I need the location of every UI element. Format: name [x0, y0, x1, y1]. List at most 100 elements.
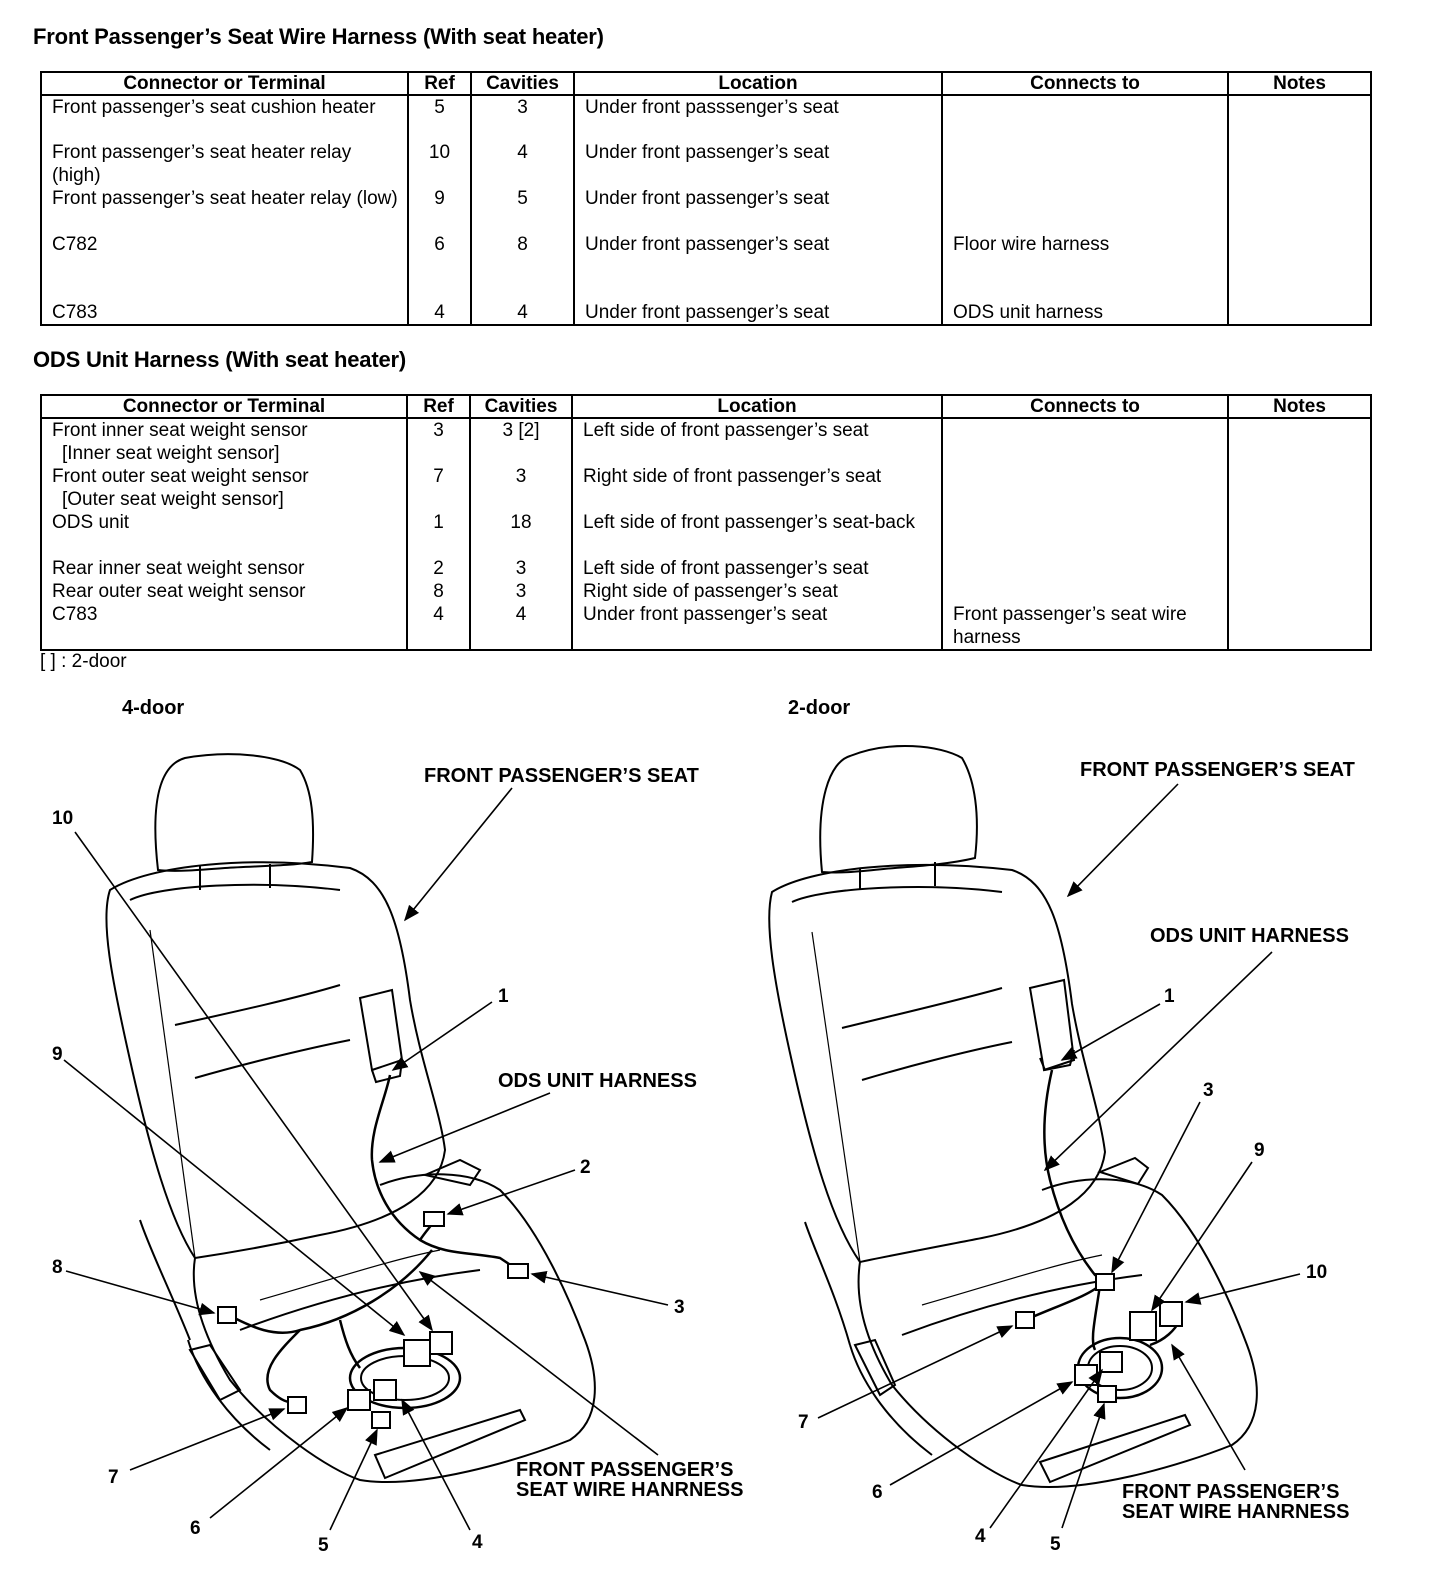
cell-connector: Rear inner seat weight sensor [40, 557, 408, 580]
col-header-ref: Ref [407, 72, 472, 96]
cell-connects-to [941, 95, 1229, 141]
callout-number-10: 10 [52, 808, 73, 829]
label-front-passengers-seat-right: FRONT PASSENGER’S SEAT [1080, 759, 1355, 781]
cell-location: Under front passenger’s seat [573, 233, 943, 301]
cell-connects-to [941, 187, 1229, 233]
table2: Connector or Terminal Ref Cavities Locat… [40, 394, 1372, 651]
connector-name: Front outer seat weight sensor [52, 466, 309, 487]
cell-connects-to [941, 580, 1229, 603]
col-header-notes: Notes [1227, 72, 1372, 96]
callout-number-3: 3 [674, 1297, 685, 1318]
cell-notes [1227, 465, 1372, 511]
callout-number-6-right: 6 [872, 1482, 883, 1503]
col-header-connects-to: Connects to [941, 72, 1229, 96]
cell-location: Under front passenger’s seat [571, 603, 943, 650]
col-header-cavities: Cavities [470, 72, 575, 96]
callout-number-7-right: 7 [798, 1412, 809, 1433]
cell-ref: 6 [407, 233, 472, 301]
cell-ref: 8 [406, 580, 471, 603]
diagram-title-4-door: 4-door [122, 697, 185, 719]
table-row: Rear outer seat weight sensor 8 3 Right … [40, 580, 1372, 603]
cell-cavities: 8 [470, 233, 575, 301]
callout-number-1-right: 1 [1164, 986, 1175, 1007]
cell-location: Left side of front passenger’s seat [571, 418, 943, 465]
cell-connects-to [941, 465, 1229, 511]
cell-ref: 10 [407, 141, 472, 187]
cell-location: Right side of passenger’s seat [571, 580, 943, 603]
callout-number-8: 8 [52, 1257, 63, 1278]
leaders-4-door [63, 787, 669, 1531]
cell-location: Left side of front passenger’s seat-back [571, 511, 943, 557]
leaders-2-door [817, 783, 1301, 1529]
cell-cavities: 3 [2] [469, 418, 573, 465]
cell-connector: Front outer seat weight sensor[Outer sea… [40, 465, 408, 511]
cell-ref: 7 [406, 465, 471, 511]
cell-ref: 9 [407, 187, 472, 233]
label-seat-wire-harness-left-line2: SEAT WIRE HANRNESS [516, 1479, 743, 1501]
cell-connects-to [941, 141, 1229, 187]
table-row: C783 4 4 Under front passenger’s seat OD… [40, 301, 1372, 325]
cell-notes [1227, 603, 1372, 650]
connector-alt-name: [Outer seat weight sensor] [62, 489, 284, 510]
callout-number-10-right: 10 [1306, 1262, 1327, 1283]
callout-number-5: 5 [318, 1535, 329, 1556]
col-header-cavities: Cavities [469, 395, 573, 419]
cell-connector: C783 [40, 301, 409, 325]
cell-connects-to: Front passenger’s seat wire harness [941, 603, 1229, 650]
col-header-connector: Connector or Terminal [40, 395, 408, 419]
cell-location: Under front passsenger’s seat [573, 95, 943, 141]
cell-notes [1227, 95, 1372, 141]
table-row: C783 4 4 Under front passenger’s seat Fr… [40, 603, 1372, 650]
cell-connects-to [941, 418, 1229, 465]
col-header-connector: Connector or Terminal [40, 72, 409, 96]
cell-ref: 1 [406, 511, 471, 557]
col-header-notes: Notes [1227, 395, 1372, 419]
cell-location: Under front passenger’s seat [573, 187, 943, 233]
cell-ref: 5 [407, 95, 472, 141]
cell-connects-to [941, 557, 1229, 580]
callout-number-1: 1 [498, 986, 509, 1007]
connector-alt-name: [Inner seat weight sensor] [62, 443, 280, 464]
label-seat-wire-harness-left-line1: FRONT PASSENGER’S [516, 1459, 733, 1481]
seat-4-door [105, 753, 596, 1483]
cell-cavities: 4 [469, 603, 573, 650]
col-header-location: Location [573, 72, 943, 96]
cell-notes [1227, 187, 1372, 233]
callout-number-9-right: 9 [1254, 1140, 1265, 1161]
cell-connects-to [941, 511, 1229, 557]
cell-cavities: 3 [470, 95, 575, 141]
table-row: Front passenger’s seat cushion heater 5 … [40, 95, 1372, 141]
label-seat-wire-harness-right-line2: SEAT WIRE HANRNESS [1122, 1501, 1349, 1523]
table-row: Front inner seat weight sensor[Inner sea… [40, 418, 1372, 465]
label-seat-wire-harness-right-line1: FRONT PASSENGER’S [1122, 1481, 1339, 1503]
callout-number-9: 9 [52, 1044, 63, 1065]
cell-connects-to: Floor wire harness [941, 233, 1229, 301]
table-row: Front outer seat weight sensor[Outer sea… [40, 465, 1372, 511]
cell-location: Right side of front passenger’s seat [571, 465, 943, 511]
cell-connector: Rear outer seat weight sensor [40, 580, 408, 603]
cell-connector: ODS unit [40, 511, 408, 557]
cell-cavities: 3 [469, 580, 573, 603]
cell-ref: 4 [407, 301, 472, 325]
callout-number-4-right: 4 [975, 1526, 986, 1547]
cell-notes [1227, 301, 1372, 325]
seat-diagrams: FRONT PASSENGER’S SEAT ODS UNIT HARNESS … [52, 744, 1355, 1556]
cell-ref: 4 [406, 603, 471, 650]
seat-2-door [768, 744, 1258, 1488]
table1-header-row: Connector or Terminal Ref Cavities Locat… [40, 72, 1372, 96]
cell-notes [1227, 580, 1372, 603]
col-header-location: Location [571, 395, 943, 419]
table-row: Rear inner seat weight sensor 2 3 Left s… [40, 557, 1372, 580]
table-row: Front passenger’s seat heater relay (low… [40, 187, 1372, 233]
cell-location: Under front passenger’s seat [573, 141, 943, 187]
cell-cavities: 18 [469, 511, 573, 557]
cell-notes [1227, 418, 1372, 465]
callout-number-3-right: 3 [1203, 1080, 1214, 1101]
cell-cavities: 3 [469, 465, 573, 511]
callout-number-4: 4 [472, 1532, 483, 1553]
table-row: ODS unit 1 18 Left side of front passeng… [40, 511, 1372, 557]
cell-connector: Front passenger’s seat cushion heater [40, 95, 409, 141]
cell-connector: C783 [40, 603, 408, 650]
callout-number-2: 2 [580, 1157, 591, 1178]
callout-number-6: 6 [190, 1518, 201, 1539]
